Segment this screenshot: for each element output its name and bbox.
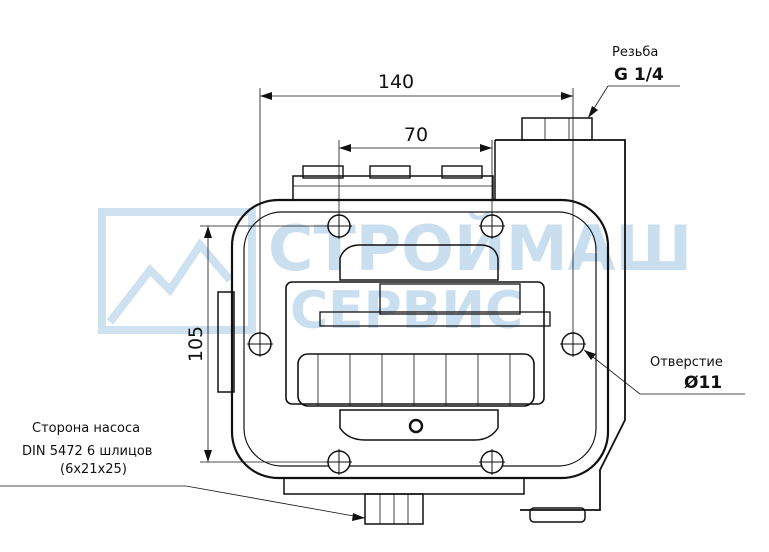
thread-value: G 1/4 bbox=[614, 65, 664, 85]
watermark-line2: СЕРВИС bbox=[290, 281, 523, 341]
thread-label: Резьба bbox=[612, 45, 658, 60]
hole-value: Ø11 bbox=[684, 373, 722, 393]
dimension-105 bbox=[200, 225, 339, 463]
top-bolts bbox=[302, 165, 483, 179]
thread-fitting bbox=[521, 117, 593, 141]
pump-side-line1: Сторона насоса bbox=[32, 421, 140, 436]
gear-window bbox=[285, 244, 551, 441]
bottom-plug bbox=[529, 507, 586, 523]
dimension-140-label: 140 bbox=[378, 71, 414, 93]
dimension-140 bbox=[259, 88, 574, 344]
hole-bottom-right bbox=[479, 449, 505, 475]
hole-callout-leader bbox=[583, 349, 745, 395]
dimension-70-label: 70 bbox=[404, 124, 428, 146]
pump-shaft bbox=[364, 493, 424, 525]
watermark-logo bbox=[98, 208, 256, 334]
pump-side-line2: DIN 5472 6 шлицов bbox=[22, 444, 152, 459]
thread-callout-leader bbox=[587, 85, 680, 119]
pump-side-callout-leader bbox=[0, 485, 366, 521]
dimension-70 bbox=[338, 140, 493, 226]
pump-side-line3: (6x21x25) bbox=[60, 462, 127, 477]
dimension-105-label: 105 bbox=[185, 326, 207, 362]
hole-label: Отверстие bbox=[650, 355, 723, 370]
